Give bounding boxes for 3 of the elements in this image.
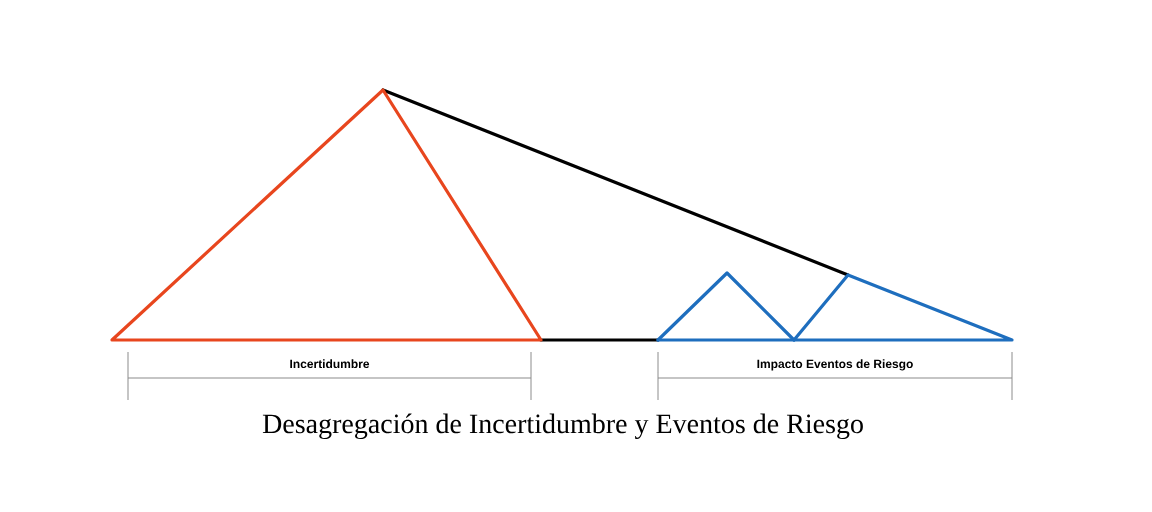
- span-label: Impacto Eventos de Riesgo: [757, 359, 913, 371]
- span-label: Incertidumbre: [290, 359, 370, 369]
- caption: Desagregación de Incertidumbre y Eventos de Riesgo: [262, 413, 863, 440]
